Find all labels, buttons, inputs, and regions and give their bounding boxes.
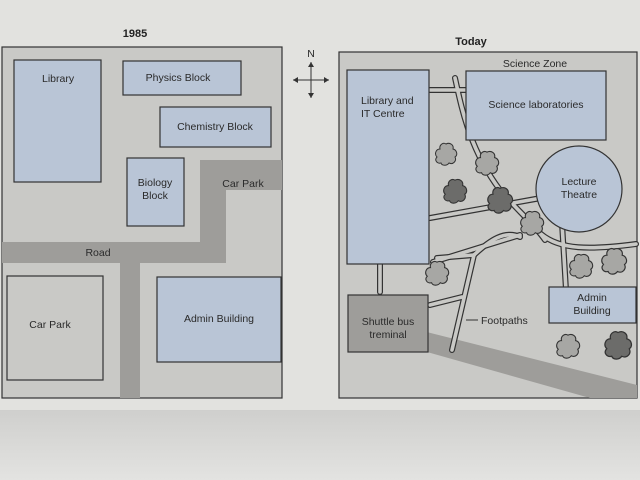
road-label: Road: [85, 247, 110, 259]
car-park-top-label: Car Park: [222, 178, 264, 190]
map-today: Today Science Zone: [338, 36, 639, 399]
science-zone-label: Science Zone: [503, 58, 567, 70]
science-laboratories: [465, 70, 607, 141]
library-it-centre-label-1: Library and: [361, 95, 414, 107]
admin-building-1985-label: Admin Building: [184, 313, 254, 325]
page-lower-band: [0, 410, 640, 480]
road-1985: [2, 160, 282, 398]
chemistry-block: [159, 106, 272, 148]
physics-block-label: Physics Block: [146, 72, 212, 84]
lecture-theatre-label-2: Theatre: [561, 189, 597, 201]
compass-north-label: N: [307, 48, 315, 60]
car-park-bottom-label: Car Park: [29, 319, 71, 331]
admin-building-1985: [156, 276, 282, 363]
car-park-bottom: [6, 275, 104, 381]
admin-building-today: [548, 286, 637, 324]
biology-block-label-2: Block: [142, 190, 168, 202]
chemistry-block-label: Chemistry Block: [177, 121, 254, 133]
admin-building-today-label-1: Admin: [577, 292, 607, 304]
shuttle-bus-terminal-label-2: treminal: [369, 329, 406, 341]
lecture-theatre-label-1: Lecture: [561, 176, 596, 188]
biology-block: [126, 157, 185, 227]
biology-block-label-1: Biology: [138, 177, 173, 189]
library-it-centre-label-2: IT Centre: [361, 108, 405, 120]
map-1985: 1985 Road Library Physics Block Chemistr…: [1, 28, 283, 399]
map-today-title: Today: [455, 36, 487, 48]
library-1985-label: Library: [42, 73, 75, 85]
footpaths-label: Footpaths: [481, 315, 528, 327]
library-1985: [13, 59, 102, 183]
admin-building-today-label-2: Building: [573, 305, 611, 317]
physics-block: [122, 60, 242, 96]
library-it-centre: [346, 69, 430, 265]
compass-icon: N: [293, 48, 329, 98]
lecture-theatre: [535, 145, 623, 233]
map-1985-title: 1985: [123, 28, 147, 40]
science-laboratories-label: Science laboratories: [488, 99, 583, 111]
shuttle-bus-terminal-label-1: Shuttle bus: [362, 316, 415, 328]
shuttle-bus-terminal: [347, 294, 429, 353]
